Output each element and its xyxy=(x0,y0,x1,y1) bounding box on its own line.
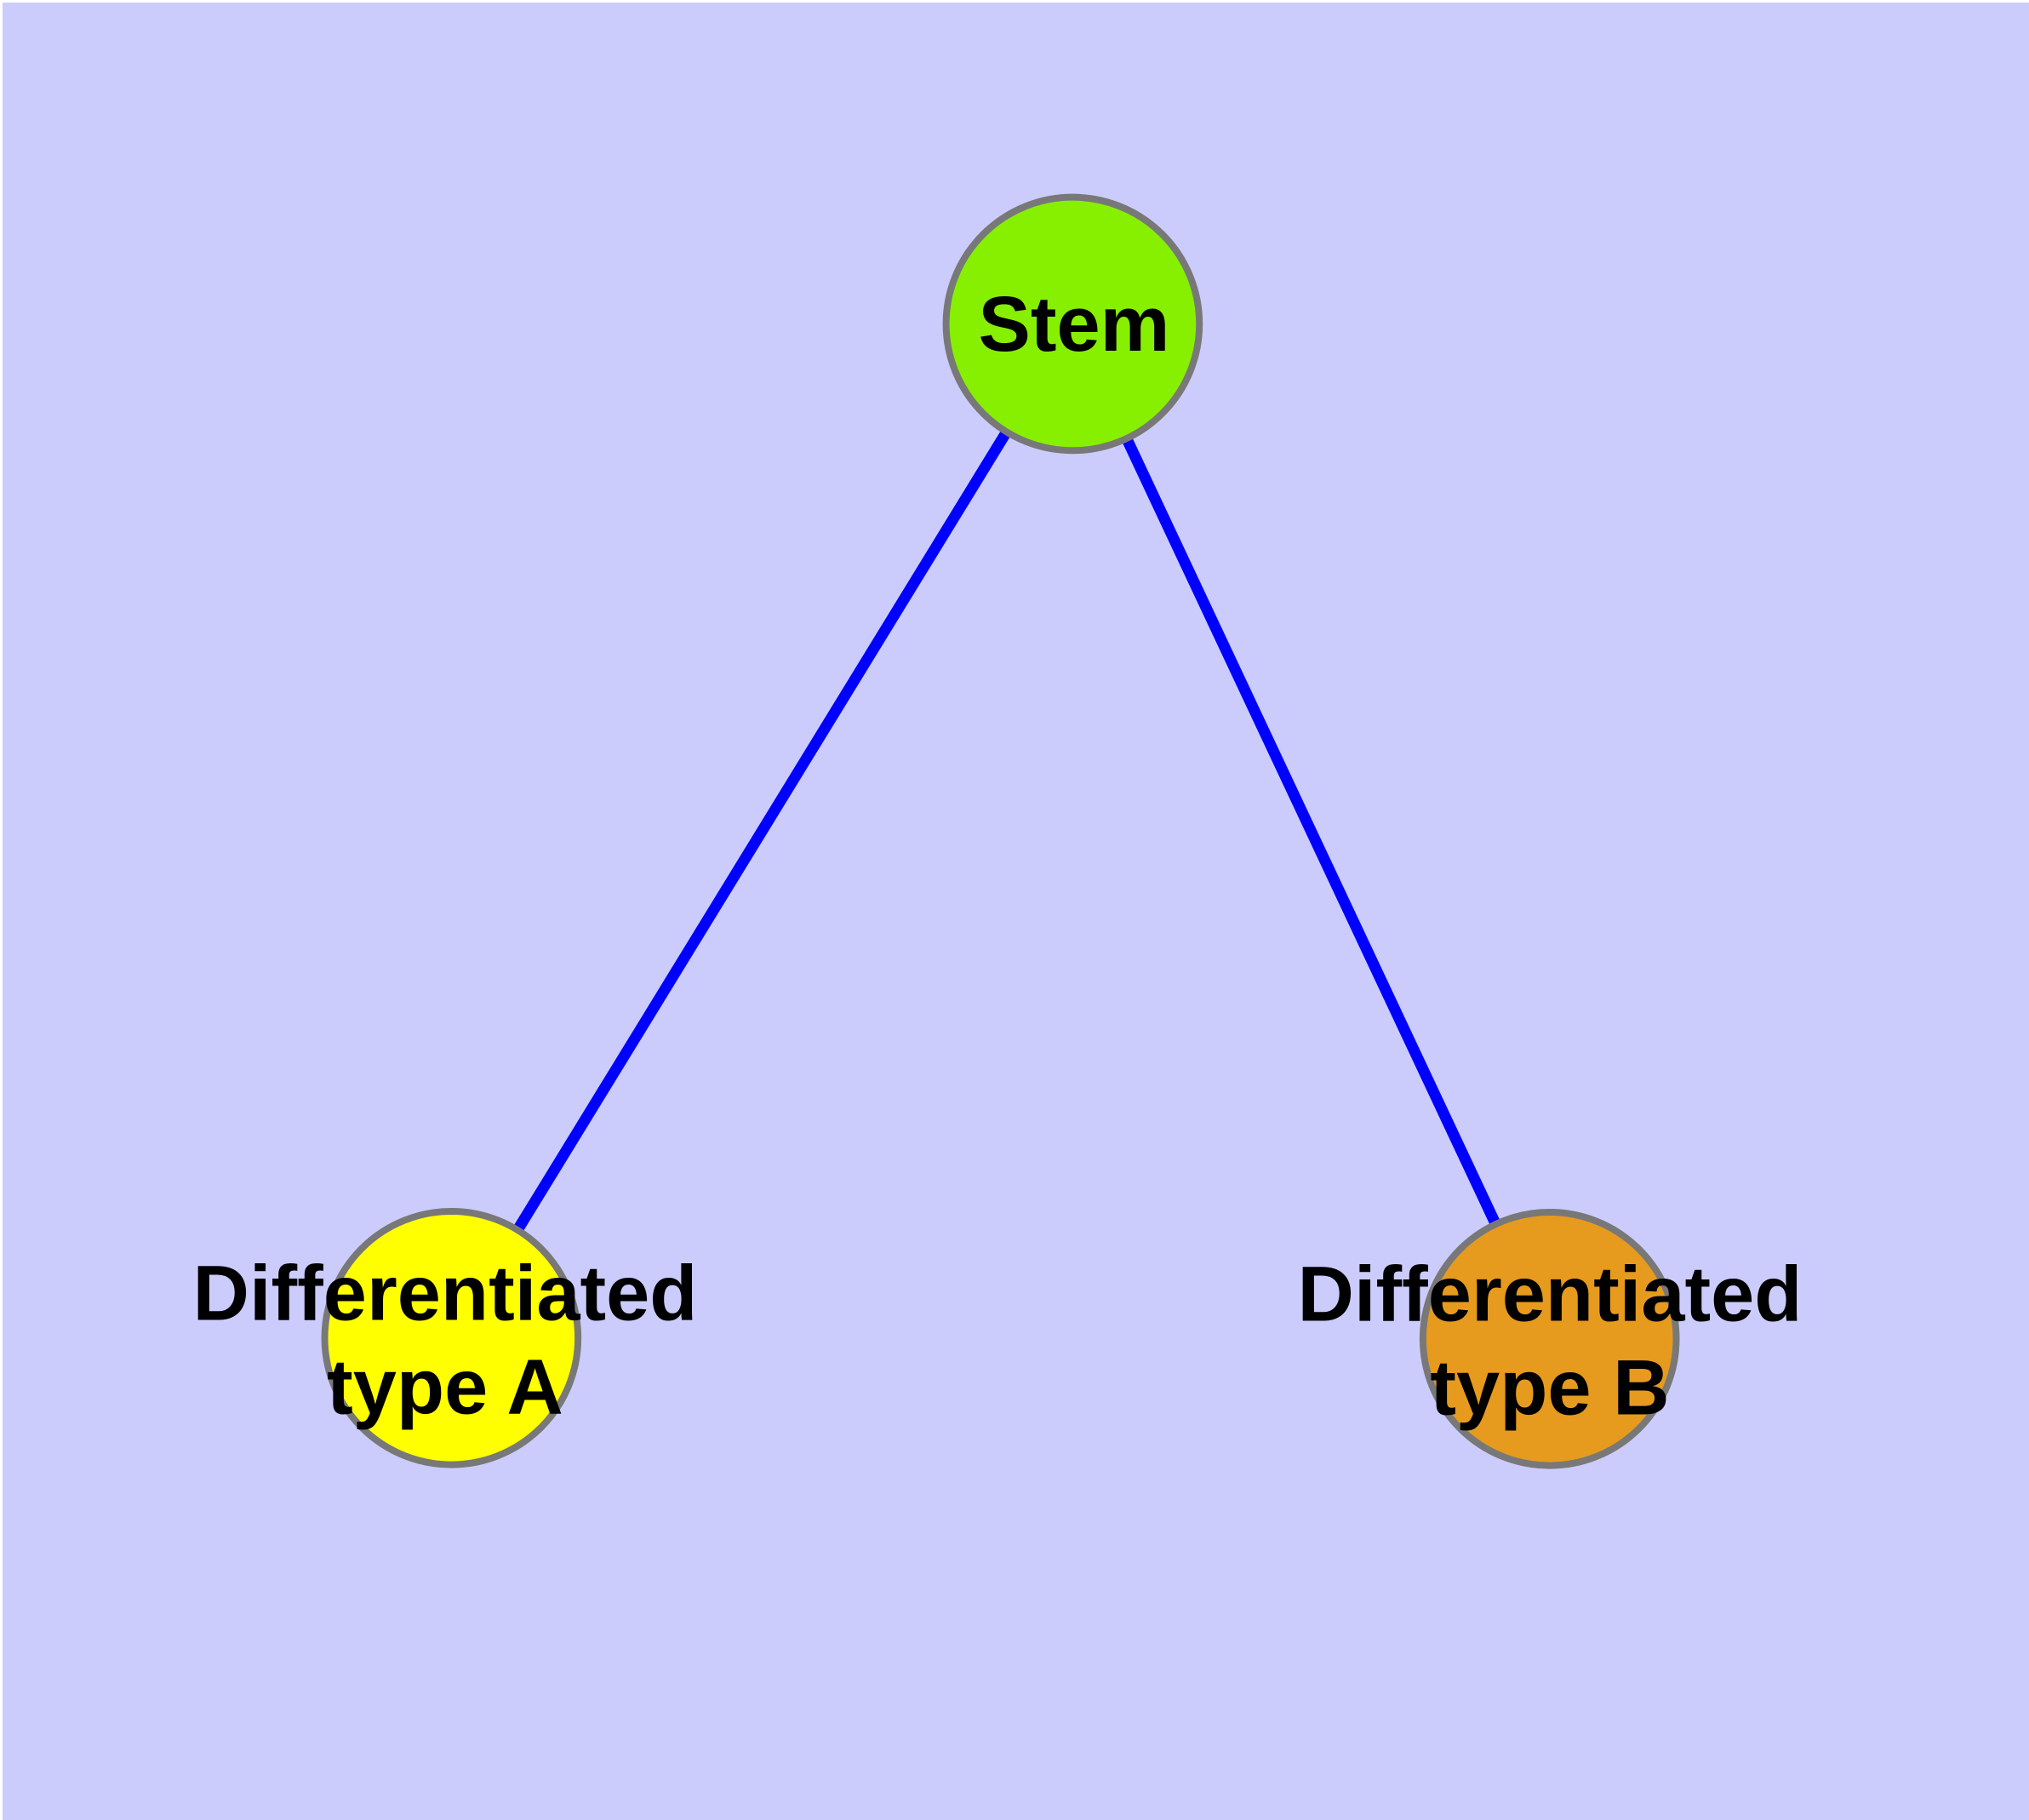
node-label-line: type B xyxy=(1430,1345,1670,1432)
edge-group xyxy=(446,321,1555,1342)
node-circle-stem xyxy=(942,193,1203,455)
node-label-line: type A xyxy=(327,1344,563,1431)
node-group xyxy=(321,193,1680,1469)
edge-stem-to-type-b xyxy=(1067,321,1555,1342)
node-label-differentiated-type-b: Differentiated type B xyxy=(1298,1248,1803,1436)
node-circle-differentiated-type-b xyxy=(1419,1209,1680,1469)
node-label-stem: Stem xyxy=(978,280,1170,368)
node-label-line: Differentiated xyxy=(192,1250,698,1337)
graph-svg xyxy=(3,3,2029,1820)
node-label-line: Differentiated xyxy=(1297,1251,1803,1338)
edge-stem-to-type-a xyxy=(446,321,1077,1342)
node-label-differentiated-type-a: Differentiated type A xyxy=(193,1247,698,1435)
node-circle-differentiated-type-a xyxy=(321,1208,582,1468)
